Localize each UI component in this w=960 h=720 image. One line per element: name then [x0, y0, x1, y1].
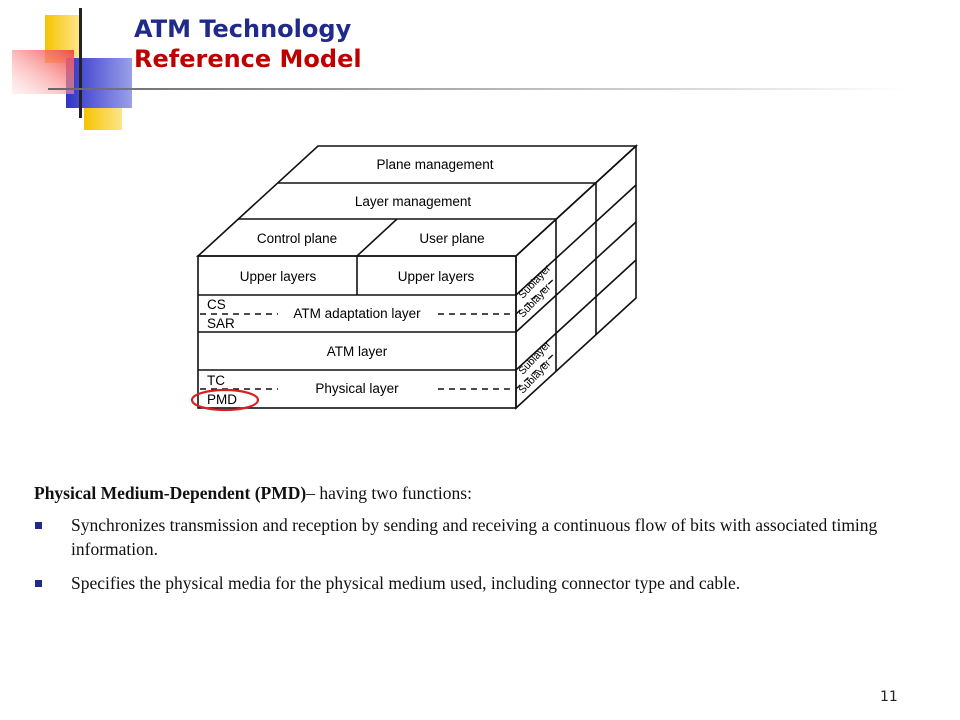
label-plane-management: Plane management	[376, 157, 493, 172]
corner-decoration	[12, 8, 908, 130]
label-upper-layers-left: Upper layers	[240, 269, 317, 284]
list-item-text: Synchronizes transmission and reception …	[71, 515, 878, 559]
pmd-highlight-ellipse	[190, 388, 260, 412]
label-user-plane: User plane	[419, 231, 484, 246]
label-tc: TC	[207, 373, 225, 388]
dash-right-phy	[515, 351, 557, 390]
label-cs: CS	[207, 297, 226, 312]
right-line-2	[515, 221, 637, 333]
list-item: Specifies the physical media for the phy…	[34, 571, 914, 595]
deco-horizontal-line	[48, 88, 908, 90]
title-line-2: Reference Model	[134, 45, 362, 73]
label-layer-management: Layer management	[355, 194, 472, 209]
intro-rest: – having two functions:	[306, 483, 472, 503]
list-item-text: Specifies the physical media for the phy…	[71, 573, 741, 593]
intro-paragraph: Physical Medium-Dependent (PMD)– having …	[34, 481, 914, 505]
right-line-3	[515, 259, 637, 371]
bullet-list: Synchronizes transmission and reception …	[34, 513, 914, 595]
title-line-1: ATM Technology	[134, 15, 352, 43]
atm-reference-model-diagram: Plane management Layer management Contro…	[190, 144, 639, 412]
intro-bold-term: Physical Medium-Dependent (PMD)	[34, 483, 307, 503]
deco-blue-square	[66, 58, 132, 108]
label-pmd: PMD	[207, 392, 237, 407]
deco-red-square	[12, 50, 74, 94]
label-sar: SAR	[207, 316, 235, 331]
slide-title: ATM Technology Reference Model	[134, 14, 362, 74]
content-area: Physical Medium-Dependent (PMD)– having …	[34, 481, 914, 605]
square-bullet-icon	[35, 522, 42, 529]
right-line-1	[515, 184, 637, 296]
page-number: 11	[880, 689, 898, 705]
label-atm-adaptation-layer: ATM adaptation layer	[293, 306, 421, 321]
label-upper-layers-right: Upper layers	[398, 269, 475, 284]
label-atm-layer: ATM layer	[327, 344, 388, 359]
list-item: Synchronizes transmission and reception …	[34, 513, 914, 561]
deco-vertical-line	[79, 8, 82, 118]
square-bullet-icon	[35, 580, 42, 587]
label-physical-layer: Physical layer	[315, 381, 399, 396]
label-control-plane: Control plane	[257, 231, 337, 246]
top-divider-control-user	[356, 218, 398, 257]
dash-right-aal	[515, 276, 557, 315]
